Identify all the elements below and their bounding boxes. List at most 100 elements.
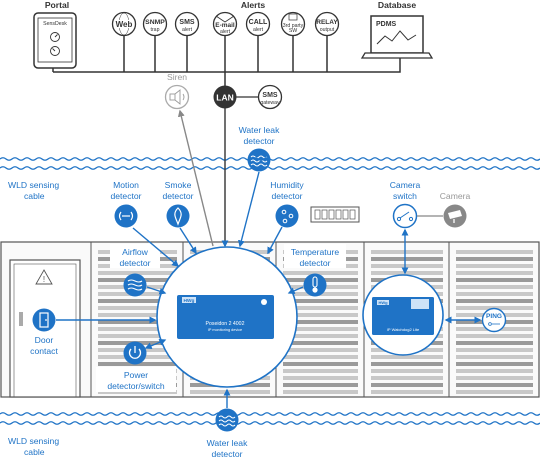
rack-unit (283, 383, 358, 387)
alerts-header: Alerts (241, 0, 266, 10)
snmp-label: SNMP (145, 19, 165, 26)
email-label: E-mail (215, 22, 235, 29)
sms-gateway-sublabel: gateway (260, 100, 280, 106)
siren-label: Siren (167, 72, 187, 82)
rack-unit (456, 257, 533, 261)
smoke-label-1: Smoke (165, 180, 192, 190)
water-leak-bottom-icon (215, 408, 239, 432)
water-leak-bottom-label-1: Water leak (207, 438, 248, 448)
rack-unit (371, 250, 443, 254)
camera-switch-label-1: Camera (390, 180, 421, 190)
portal-header: Portal (45, 0, 69, 10)
wld-top-label-1: WLD sensing (8, 180, 59, 190)
rack-unit (456, 278, 533, 282)
rack-unit (283, 369, 358, 373)
lan-icon (213, 85, 237, 109)
rack-unit (371, 390, 443, 394)
rack-unit (371, 376, 443, 380)
portal-tablet: SensDesk (33, 12, 77, 69)
rack-unit (371, 257, 443, 261)
connection-arrows (56, 108, 482, 408)
camera-switch-icon (392, 203, 418, 229)
rack-unit (456, 362, 533, 366)
relay-label: RELAY (316, 19, 338, 26)
smoke-detector-icon (166, 204, 190, 228)
humidity-label-2: detector (271, 191, 302, 201)
rack-unit (283, 299, 358, 303)
relay-sublabel: output (320, 27, 335, 33)
temperature-detector-icon (303, 273, 327, 297)
airflow-detector-icon (123, 273, 147, 297)
sms-sublabel: alert (182, 27, 193, 33)
svg-text:!: ! (43, 275, 45, 284)
snmp-sublabel: trap (151, 27, 160, 33)
rack-unit (456, 299, 533, 303)
rack-unit (456, 271, 533, 275)
smoke-label-2: detector (162, 191, 193, 201)
alert-icons: Web SNMP trap SMS alert E-mail alert CAL… (111, 11, 340, 72)
rack-unit (283, 362, 358, 366)
rack-unit (283, 306, 358, 310)
rack-unit (456, 390, 533, 394)
rack-unit (283, 271, 358, 275)
relay-alert-icon: RELAY output (314, 11, 340, 72)
sms-label: SMS (179, 19, 195, 26)
web-alert-icon: Web (111, 11, 137, 72)
email-sublabel: alert (220, 29, 231, 35)
rack-unit (283, 334, 358, 338)
poseidon-subtitle: IP monitoring device (208, 328, 242, 332)
rack-unit (456, 334, 533, 338)
rack-unit (371, 264, 443, 268)
rack-unit (456, 341, 533, 345)
third-party-alert-icon: 3rd party SW (280, 11, 306, 72)
humidity-label-1: Humidity (270, 180, 304, 190)
patch-panel (310, 206, 360, 223)
rack-unit (456, 376, 533, 380)
rack-unit (283, 348, 358, 352)
wld-cable-top (0, 157, 540, 170)
sms-alert-icon: SMS alert (174, 11, 200, 72)
temperature-label-2: detector (299, 258, 330, 268)
rack-unit (283, 390, 358, 394)
camera-switch-label-2: switch (393, 191, 417, 201)
rack-unit (98, 299, 177, 303)
rack-unit (371, 362, 443, 366)
database-name: PDMS (376, 21, 397, 28)
database-laptop: PDMS (360, 15, 434, 59)
rack-unit (456, 355, 533, 359)
wld-bottom-label-1: WLD sensing (8, 436, 59, 446)
temperature-label-1: Temperature (291, 247, 339, 257)
email-alert-icon: E-mail alert (212, 11, 238, 72)
rack-unit (371, 383, 443, 387)
rack-unit (371, 369, 443, 373)
rack-unit (456, 369, 533, 373)
rack-unit (456, 264, 533, 268)
rack-unit (456, 250, 533, 254)
rack-unit (283, 327, 358, 331)
rack-unit (98, 271, 177, 275)
rack-unit (283, 376, 358, 380)
power-label-1: Power (124, 370, 148, 380)
rack-unit (456, 348, 533, 352)
airflow-label-1: Airflow (122, 247, 149, 257)
rack-unit (456, 292, 533, 296)
call-alert-icon: CALL alert (245, 11, 271, 72)
wld-cable-bottom (0, 412, 540, 425)
rack-unit (98, 306, 177, 310)
watchdog-model: IP Watchdog2 Lite (387, 327, 420, 332)
poseidon-model: Poseidon 2 4002 (206, 321, 245, 327)
humidity-detector-icon (275, 204, 299, 228)
water-leak-top-label-1: Water leak (239, 125, 280, 135)
door-label-1: Door (35, 335, 54, 345)
rack-unit (190, 390, 270, 394)
database-header: Database (378, 0, 416, 10)
web-label: Web (116, 20, 133, 29)
motion-label-1: Motion (113, 180, 139, 190)
rack-unit (283, 355, 358, 359)
rack-unit (456, 285, 533, 289)
rack-unit (456, 383, 533, 387)
rack-unit (98, 320, 177, 324)
rack-unit (98, 327, 177, 331)
lan-label: LAN (216, 93, 233, 103)
